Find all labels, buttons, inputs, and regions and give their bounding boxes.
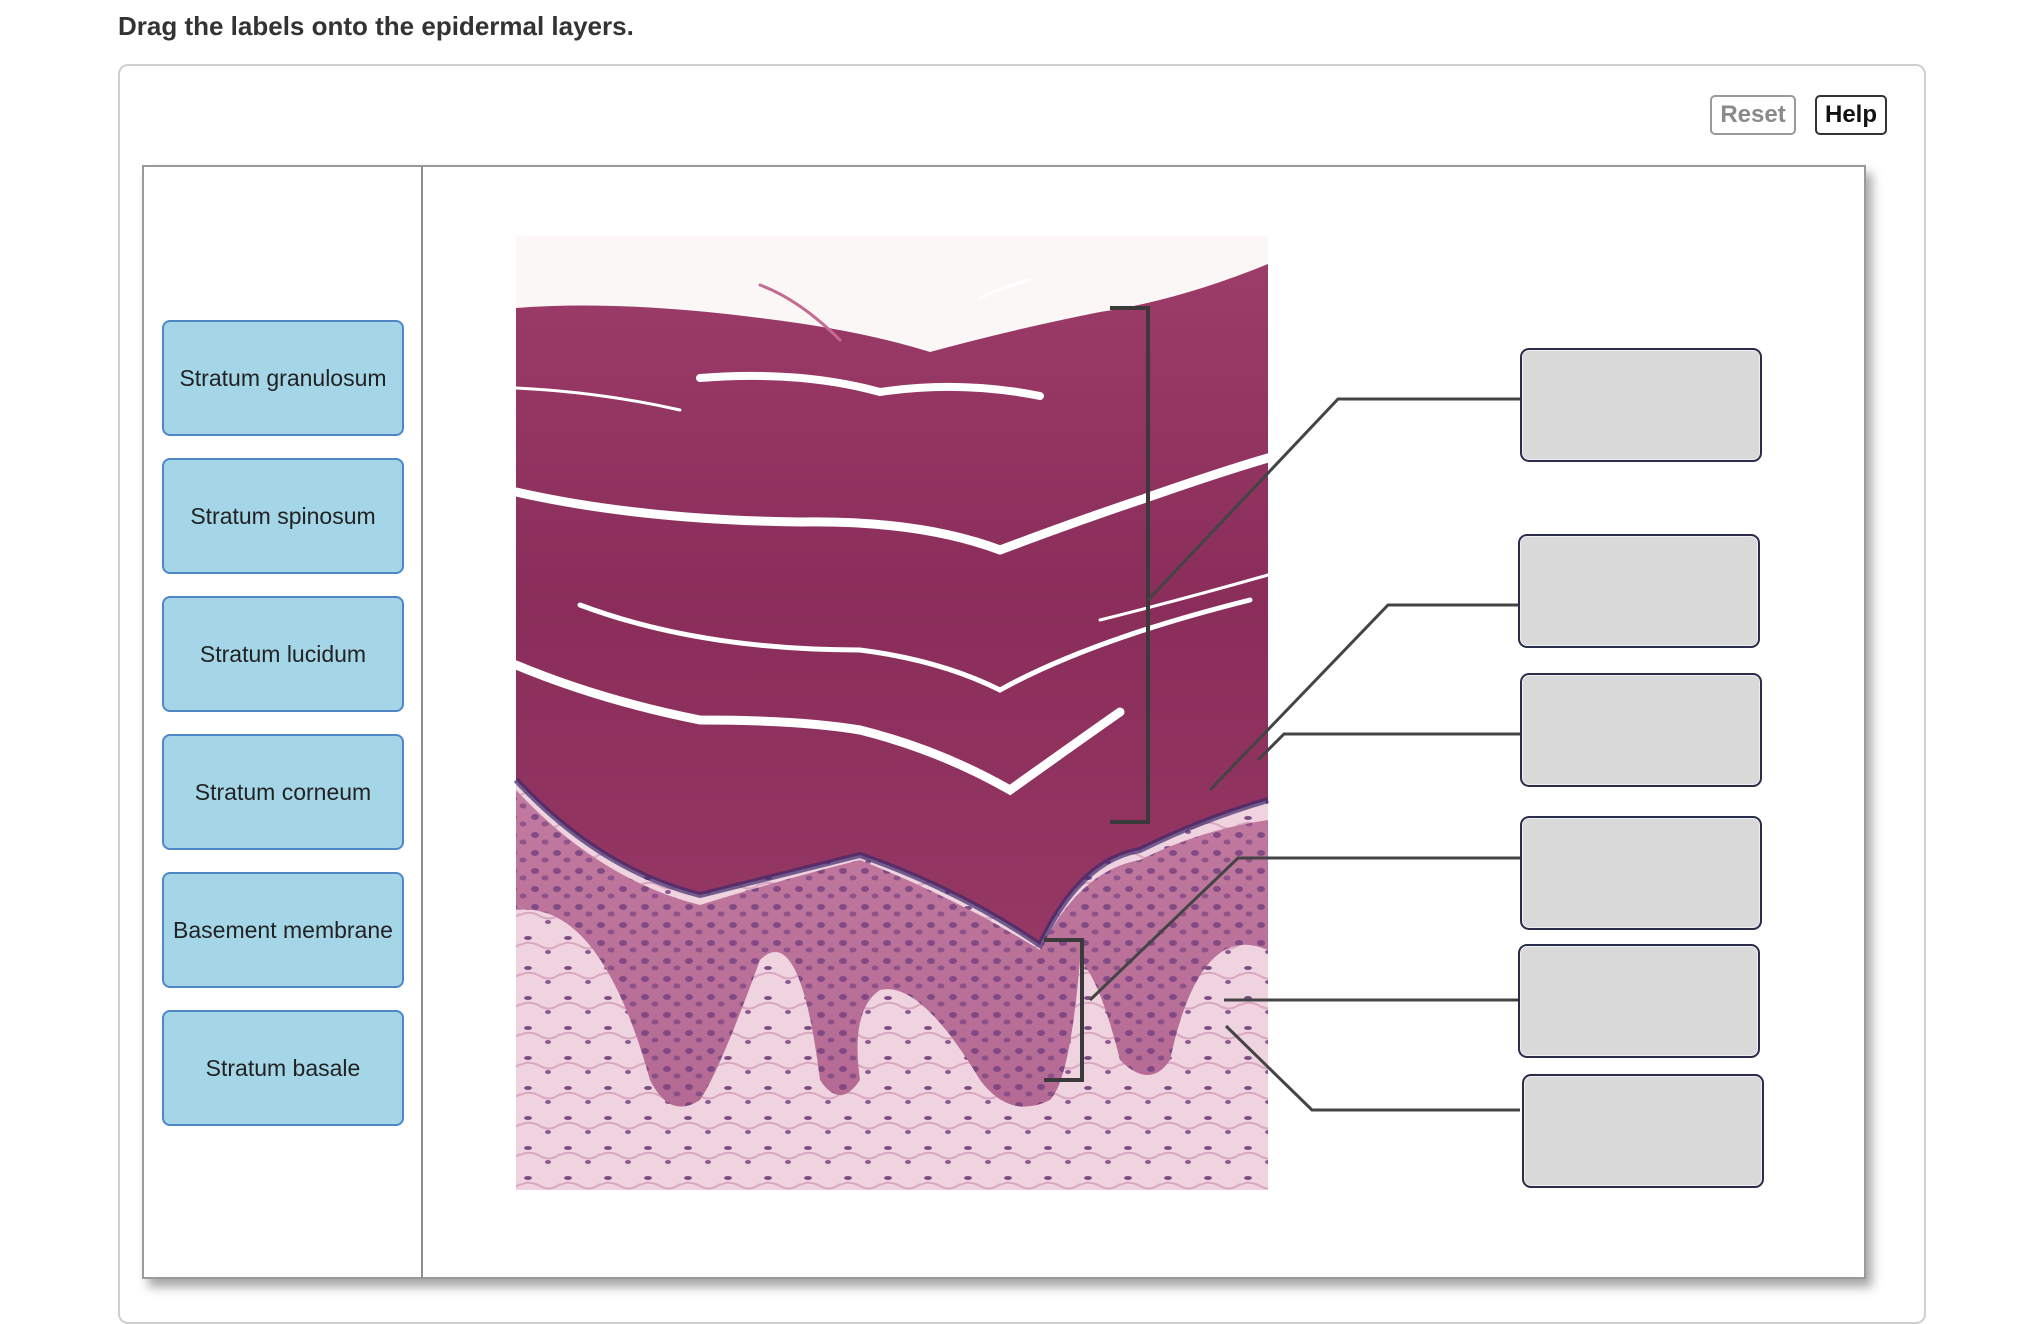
epidermis-micrograph: [511, 264, 1520, 1190]
help-button[interactable]: Help: [1815, 95, 1887, 135]
drop-target-2[interactable]: [1518, 534, 1760, 648]
label-basement-membrane[interactable]: Basement membrane: [162, 872, 404, 988]
drop-target-5[interactable]: [1518, 944, 1760, 1058]
label-stratum-basale[interactable]: Stratum basale: [162, 1010, 404, 1126]
label-bank-divider: [421, 166, 423, 1278]
reset-button[interactable]: Reset: [1710, 95, 1796, 135]
drop-target-6[interactable]: [1522, 1074, 1764, 1188]
label-stratum-corneum[interactable]: Stratum corneum: [162, 734, 404, 850]
stratum-granulosum-line: [513, 777, 1269, 950]
drop-target-3[interactable]: [1520, 673, 1762, 787]
question-prompt: Drag the labels onto the epidermal layer…: [118, 11, 634, 41]
label-stratum-spinosum[interactable]: Stratum spinosum: [162, 458, 404, 574]
leader-lines: [1088, 397, 1520, 1112]
drop-target-1[interactable]: [1520, 348, 1762, 462]
keratinocyte-nuclei: [516, 790, 1268, 1107]
label-stratum-lucidum[interactable]: Stratum lucidum: [162, 596, 404, 712]
stratum-corneum-region: [516, 264, 1268, 945]
spinosum-bracket: [1044, 938, 1084, 1082]
keratin-cracks: [511, 278, 1273, 796]
label-stratum-granulosum[interactable]: Stratum granulosum: [162, 320, 404, 436]
corneum-bracket: [1110, 306, 1150, 824]
drop-target-4[interactable]: [1520, 816, 1762, 930]
